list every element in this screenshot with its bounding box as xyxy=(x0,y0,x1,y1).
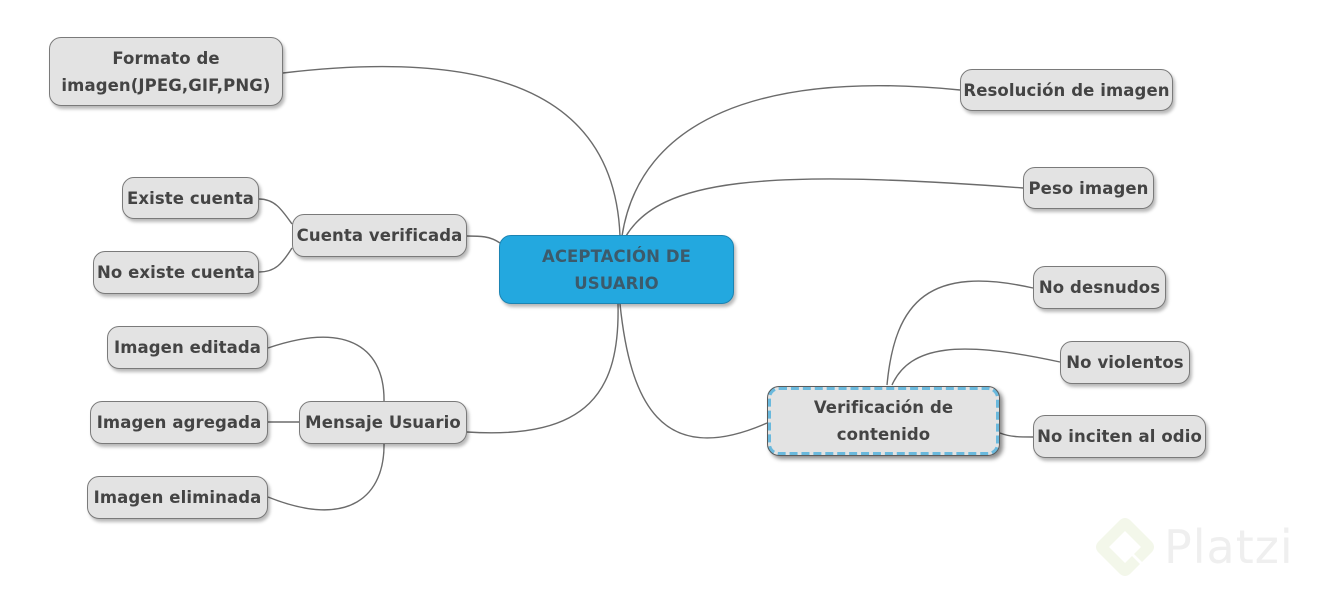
node-cuenta-label: Cuenta verificada xyxy=(296,226,463,245)
node-no-violentos[interactable]: No violentos xyxy=(1060,341,1190,384)
link-cuenta-existe xyxy=(258,198,293,225)
platzi-watermark: Platzi xyxy=(1090,512,1320,582)
link-verificacion-desnudos xyxy=(886,280,1034,386)
central-topic-node[interactable]: ACEPTACIÓN DE USUARIO xyxy=(499,235,734,304)
node-no-desnudos[interactable]: No desnudos xyxy=(1033,266,1166,309)
node-cuenta-verificada[interactable]: Cuenta verificada xyxy=(292,214,467,257)
node-existe-cuenta-label: Existe cuenta xyxy=(127,188,254,208)
node-formato-label-line2: imagen(JPEG,GIF,PNG) xyxy=(61,75,271,95)
central-topic-label-line2: USUARIO xyxy=(574,273,659,293)
node-imagen-editada-label: Imagen editada xyxy=(114,338,261,357)
node-verificacion-contenido[interactable]: Verificación de contenido xyxy=(767,386,1000,456)
node-no-inciten-label: No inciten al odio xyxy=(1037,427,1202,446)
platzi-logo-icon xyxy=(1096,518,1154,576)
link-central-peso xyxy=(625,178,1024,237)
node-verificacion-label-line2: contenido xyxy=(836,425,931,444)
node-formato-imagen[interactable]: Formato de imagen(JPEG,GIF,PNG) xyxy=(49,37,283,106)
central-topic-label-line1: ACEPTACIÓN DE xyxy=(541,246,692,266)
link-verificacion-violentos xyxy=(891,348,1061,386)
link-central-cuenta xyxy=(466,235,501,244)
node-existe-cuenta[interactable]: Existe cuenta xyxy=(122,177,259,219)
node-imagen-eliminada-label: Imagen eliminada xyxy=(93,488,262,507)
node-no-violentos-label: No violentos xyxy=(1066,353,1184,372)
node-peso-label: Peso imagen xyxy=(1028,178,1149,198)
link-verificacion-odio xyxy=(999,432,1034,438)
node-mensaje-usuario[interactable]: Mensaje Usuario xyxy=(299,401,467,444)
link-central-verificacion xyxy=(619,303,768,439)
node-mensaje-label: Mensaje Usuario xyxy=(305,413,461,432)
link-central-formato xyxy=(282,65,621,237)
link-cuenta-noexiste xyxy=(258,247,293,273)
node-verificacion-label-line1: Verificación de xyxy=(813,398,954,417)
node-no-inciten-al-odio[interactable]: No inciten al odio xyxy=(1033,415,1206,458)
node-no-desnudos-label: No desnudos xyxy=(1038,278,1161,297)
link-mensaje-eliminada xyxy=(267,442,385,511)
node-imagen-eliminada[interactable]: Imagen eliminada xyxy=(87,476,268,519)
link-mensaje-editada xyxy=(267,336,385,403)
node-resolucion-imagen[interactable]: Resolución de imagen xyxy=(960,69,1173,111)
node-formato-label-line1: Formato de xyxy=(112,48,220,68)
platzi-wordmark: Platzi xyxy=(1164,520,1294,574)
link-central-resolucion xyxy=(621,85,961,237)
node-imagen-editada[interactable]: Imagen editada xyxy=(107,326,268,369)
node-no-existe-cuenta[interactable]: No existe cuenta xyxy=(93,251,259,294)
node-imagen-agregada-label: Imagen agregada xyxy=(96,413,262,432)
node-resolucion-label: Resolución de imagen xyxy=(963,80,1170,100)
node-no-existe-cuenta-label: No existe cuenta xyxy=(96,263,256,282)
node-imagen-agregada[interactable]: Imagen agregada xyxy=(90,401,268,444)
link-central-mensaje xyxy=(466,303,619,434)
node-peso-imagen[interactable]: Peso imagen xyxy=(1023,167,1154,209)
